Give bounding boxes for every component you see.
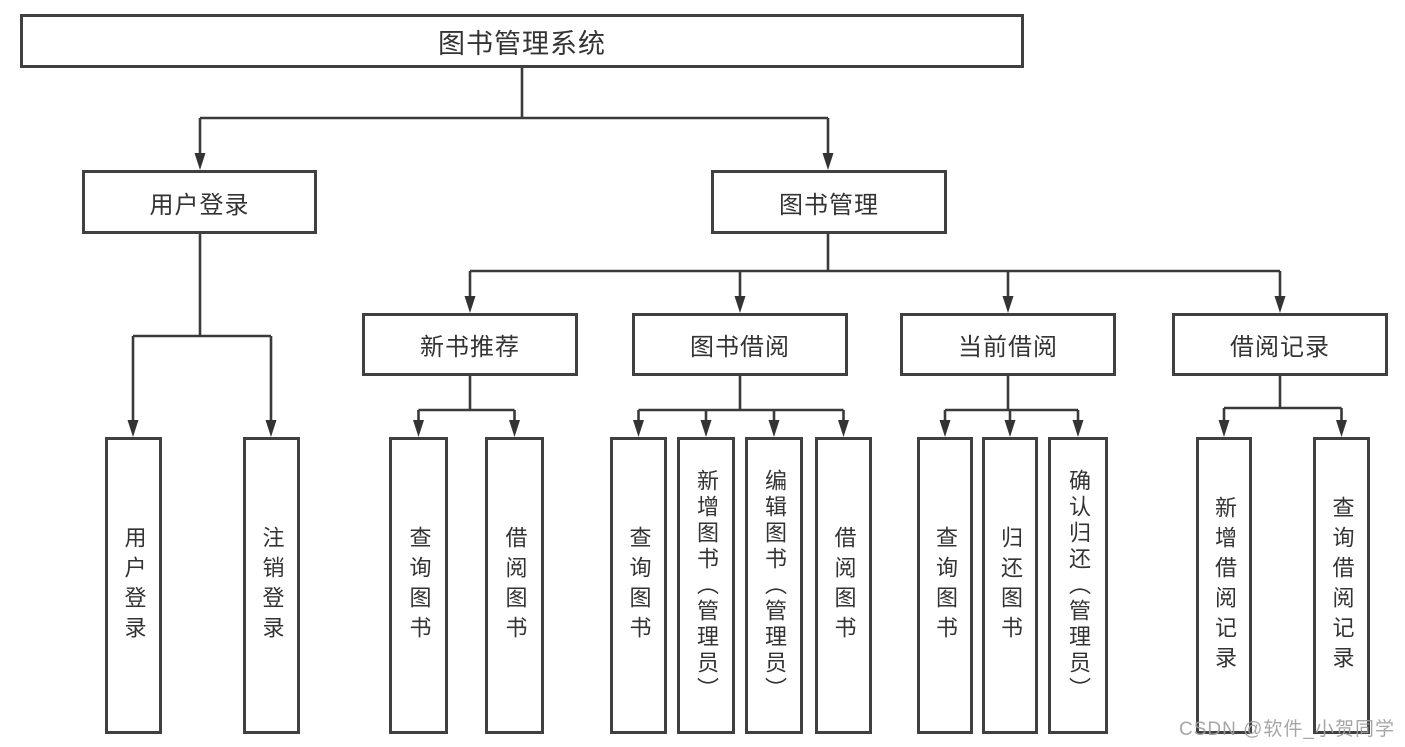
connector-borrowing-records-children — [1218, 376, 1347, 437]
node-label: 新增图书（管理员） — [694, 468, 719, 703]
arrowhead-icon — [838, 420, 849, 437]
leaf-borrow-books: 借阅图书 — [815, 437, 872, 734]
node-label: 查询借阅记录 — [1329, 495, 1355, 676]
arrowhead-icon — [194, 153, 206, 170]
node-label: 借阅记录 — [1230, 334, 1330, 361]
arrowhead-icon — [509, 420, 520, 437]
node-book-borrowing: 图书借阅 — [632, 313, 848, 376]
leaf-return-books: 归还图书 — [982, 437, 1038, 734]
connector-line — [198, 68, 830, 155]
arrowhead-icon — [939, 420, 951, 437]
node-label: 借阅图书 — [831, 525, 857, 646]
arrowhead-icon — [822, 153, 834, 170]
node-root-system: 图书管理系统 — [20, 14, 1024, 68]
node-label: 用户登录 — [149, 191, 250, 219]
connector-line — [637, 376, 845, 422]
connector-line — [1222, 376, 1343, 422]
connector-user-login-children — [127, 233, 277, 437]
node-label: 用户登录 — [121, 525, 147, 646]
csdn-watermark: CSDN @软件_小贺同学 — [1179, 719, 1395, 740]
connector-line — [131, 233, 273, 422]
node-label: 当前借阅 — [958, 334, 1058, 361]
arrowhead-icon — [1004, 420, 1016, 437]
node-label: 查询图书 — [406, 525, 432, 646]
connector-root-to-level2 — [194, 68, 834, 170]
connector-line — [943, 376, 1080, 422]
arrowhead-icon — [734, 296, 746, 313]
leaf-borrow-books-recommend: 借阅图书 — [485, 437, 544, 734]
leaf-query-books-borrowing: 查询图书 — [610, 437, 667, 734]
node-current-borrowing: 当前借阅 — [900, 313, 1116, 376]
connector-book-borrowing-children — [633, 376, 849, 437]
arrowhead-icon — [1072, 420, 1084, 437]
node-label: 新增借阅记录 — [1212, 495, 1237, 676]
arrowhead-icon — [464, 296, 476, 313]
arrowhead-icon — [1218, 420, 1230, 437]
node-borrowing-records: 借阅记录 — [1172, 313, 1388, 376]
connector-line — [468, 234, 1282, 298]
arrowhead-icon — [1002, 296, 1014, 313]
leaf-confirm-return-admin: 确认归还（管理员） — [1048, 437, 1108, 734]
node-label: 注销登录 — [259, 525, 285, 646]
node-label: 查询图书 — [626, 525, 652, 646]
node-label: 新书推荐 — [420, 334, 520, 361]
arrowhead-icon — [768, 420, 780, 437]
node-label: 图书管理系统 — [438, 28, 606, 59]
connector-line — [417, 376, 516, 422]
leaf-logout: 注销登录 — [243, 437, 300, 734]
leaf-add-borrow-record: 新增借阅记录 — [1196, 437, 1252, 734]
leaf-query-books-recommend: 查询图书 — [389, 437, 448, 734]
node-label: 编辑图书（管理员） — [762, 468, 787, 703]
arrowhead-icon — [1336, 420, 1347, 437]
node-label: 确认归还（管理员） — [1066, 468, 1091, 703]
node-new-book-recommend: 新书推荐 — [362, 313, 578, 376]
arrowhead-icon — [700, 420, 712, 437]
arrowhead-icon — [127, 420, 139, 437]
leaf-add-books-admin: 新增图书（管理员） — [677, 437, 735, 734]
node-book-management: 图书管理 — [711, 170, 947, 234]
connector-book-management-to-level3 — [464, 234, 1286, 313]
connector-current-borrowing-children — [939, 376, 1084, 437]
node-user-login: 用户登录 — [82, 170, 317, 234]
node-label: 归还图书 — [998, 525, 1023, 646]
connector-new-book-recommend-children — [413, 376, 520, 437]
leaf-query-books-current: 查询图书 — [917, 437, 973, 734]
arrowhead-icon — [265, 420, 277, 437]
node-label: 借阅图书 — [502, 525, 528, 646]
node-label: 图书管理 — [779, 191, 879, 219]
node-label: 图书借阅 — [690, 334, 790, 361]
leaf-user-login: 用户登录 — [105, 437, 162, 734]
leaf-edit-books-admin: 编辑图书（管理员） — [745, 437, 803, 734]
leaf-query-borrow-record: 查询借阅记录 — [1313, 437, 1370, 734]
arrowhead-icon — [413, 420, 424, 437]
arrowhead-icon — [1274, 296, 1286, 313]
node-label: 查询图书 — [933, 525, 958, 646]
arrowhead-icon — [633, 420, 644, 437]
